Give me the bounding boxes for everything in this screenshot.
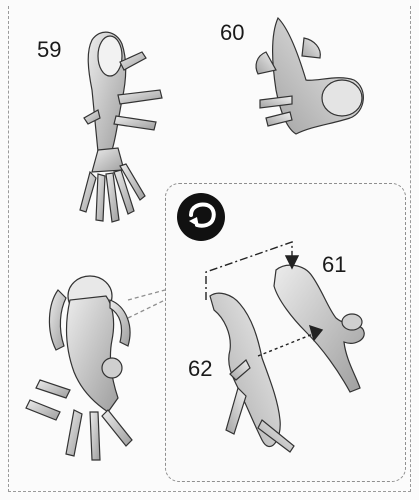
part-62-leg [210, 293, 294, 452]
assembled-figure [26, 276, 132, 460]
part-60-forearm [256, 18, 363, 134]
step-number-62: 62 [188, 356, 212, 382]
part-59-arm [80, 32, 162, 222]
callout-pointer [128, 290, 165, 318]
step-number-59: 59 [37, 37, 61, 63]
step-number-61: 61 [322, 252, 346, 278]
rotate-arrow-icon [177, 193, 225, 241]
step-number-60: 60 [220, 20, 244, 46]
